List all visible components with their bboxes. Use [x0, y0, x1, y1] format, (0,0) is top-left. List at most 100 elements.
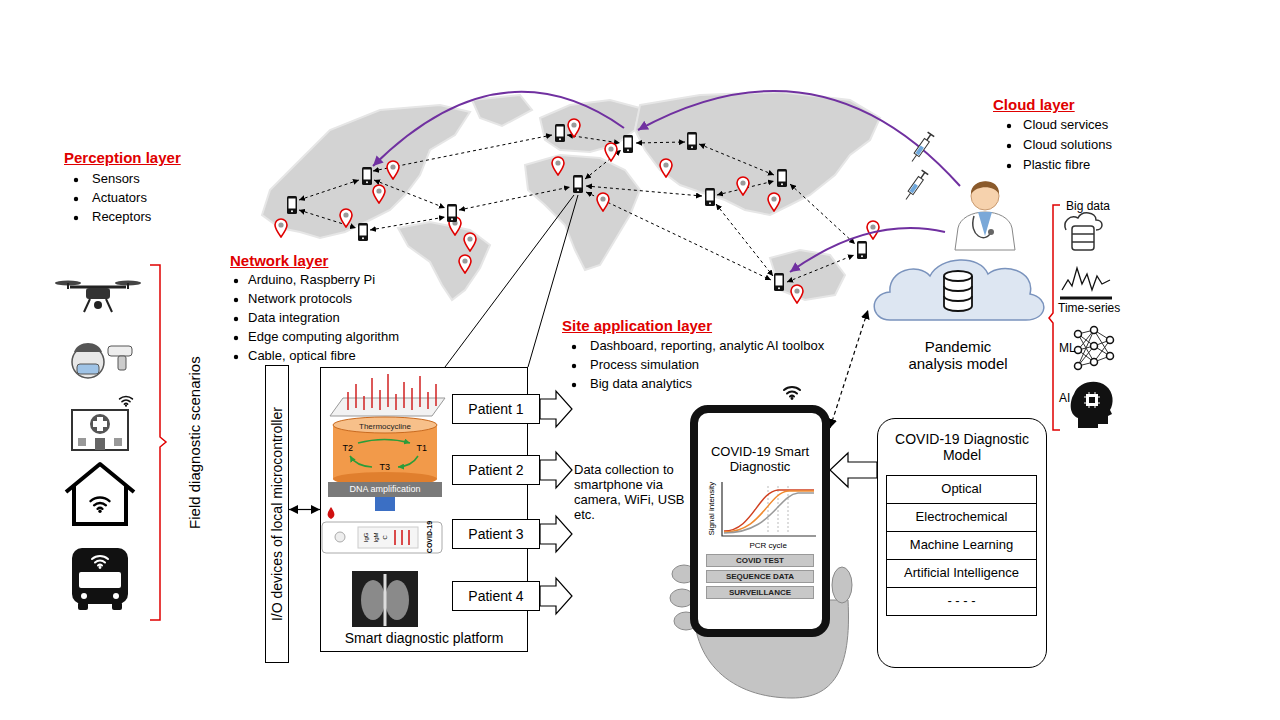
big-data-icon — [1072, 226, 1094, 250]
layer-item: Cloud solutions — [1023, 138, 1112, 153]
time-series-icon — [1060, 268, 1112, 298]
layer-item: Edge computing algorithm — [248, 330, 399, 345]
icon-label-holder: Big data — [1066, 200, 1110, 214]
hospital-icon — [95, 438, 105, 450]
ai-head-icon — [1095, 406, 1096, 408]
bullet-dots — [74, 216, 78, 220]
ai-head-icon — [1071, 382, 1113, 428]
ml-network-icon — [1091, 343, 1098, 350]
pcr-graph — [722, 482, 816, 536]
phone-icons — [287, 124, 867, 291]
network-links — [787, 255, 854, 282]
bullet-dots — [234, 298, 238, 302]
bullet-dots — [234, 336, 238, 340]
right-bracket — [1049, 205, 1060, 430]
ml-network-icon — [1091, 327, 1098, 334]
pcr-graph — [724, 490, 814, 531]
io-box: I/O devices of local microcontroller — [265, 365, 289, 663]
side-label: Field diagnostic scenarios — [185, 356, 202, 529]
layer-item-holder: Receptors — [92, 210, 151, 225]
screen-button: SEQUENCE DATA — [706, 570, 814, 583]
node-text: - - - - — [947, 594, 975, 609]
phone-icons — [774, 273, 784, 291]
location-pins — [340, 209, 352, 227]
location-pins — [373, 185, 385, 203]
network-links — [299, 210, 356, 228]
drone-icon — [55, 281, 141, 313]
model-row: Artificial Intelligence — [886, 559, 1037, 588]
phone-icons — [447, 204, 457, 222]
layer-item-holder: Dashboard, reporting, analytic AI toolbo… — [590, 339, 824, 354]
patient-box: Patient 3 — [452, 519, 540, 549]
xray-figure — [361, 580, 385, 620]
figure-label: T3 — [380, 462, 391, 472]
network-links — [370, 217, 445, 230]
temperature-check-icon — [118, 356, 126, 370]
big-data-icon — [1072, 233, 1094, 235]
pcr-peaks-figure — [371, 378, 373, 408]
thermocycler-figure — [375, 497, 395, 511]
pcr-peaks-figure — [387, 374, 389, 407]
model-row: Electrochemical — [886, 503, 1037, 532]
node-text: Patient 1 — [468, 401, 523, 417]
model-row: Machine Learning — [886, 531, 1037, 560]
ai-head-icon — [1084, 392, 1100, 408]
ai-head-icon — [1071, 382, 1113, 428]
test-strip-figure — [322, 507, 442, 553]
pcr-graph — [788, 486, 789, 534]
node-text: Patient 3 — [468, 526, 523, 542]
wifi-icon — [784, 387, 800, 400]
location-pins — [387, 161, 399, 179]
test-strip-figure — [408, 530, 410, 545]
icon-label: Big data — [1066, 200, 1110, 214]
node-text: Optical — [941, 482, 981, 497]
layer-item-holder: Actuators — [92, 191, 147, 206]
ai-head-icon — [1098, 397, 1100, 398]
ml-network-icon — [1107, 337, 1114, 344]
screen-button: COVID TEST — [706, 554, 814, 567]
network-links — [699, 144, 774, 175]
node-text: Smart diagnostic platform — [345, 630, 504, 646]
bullet-dots — [74, 124, 1011, 387]
figure-label-holder: T3 — [380, 462, 391, 472]
layer-item: Actuators — [92, 191, 147, 206]
big-data-icon — [1065, 213, 1102, 250]
strip-label: C — [382, 535, 389, 539]
drone-icon — [106, 299, 112, 312]
bullet-dots — [1007, 124, 1011, 128]
ai-head-icon — [1095, 392, 1096, 394]
thermocycler-figure — [358, 440, 410, 444]
pcr-graph — [722, 482, 816, 536]
right-bracket — [1049, 205, 1060, 430]
icon-label: ML — [1059, 342, 1076, 356]
layer-title-holder: Site application layer — [562, 317, 712, 334]
ml-network-icon — [1075, 363, 1082, 370]
temperature-check-icon — [108, 346, 132, 356]
network-links — [586, 192, 771, 280]
axis-label: Signal intensity — [707, 481, 716, 535]
ml-network-icon — [1107, 353, 1114, 360]
left-bracket — [150, 265, 166, 620]
syringe-icons — [922, 170, 929, 175]
syringe-icons — [908, 176, 923, 194]
bullet-dots — [234, 279, 238, 283]
database-icon — [944, 271, 972, 311]
bullet-dots — [572, 345, 576, 349]
model-row: Optical — [886, 475, 1037, 504]
figure-label-holder: Thermocycline — [359, 422, 411, 431]
network-links — [374, 180, 445, 208]
syringe-icons — [903, 170, 928, 202]
callout-lines — [528, 195, 578, 367]
layer-item: Receptors — [92, 210, 151, 225]
phone-icons — [358, 223, 368, 241]
node-text: Artificial Intelligence — [904, 566, 1019, 581]
time-series-icon — [1060, 297, 1112, 300]
pcr-graph — [724, 493, 814, 533]
layer-item-holder: Cable, optical fibre — [248, 349, 356, 364]
layer-item: Sensors — [92, 172, 140, 187]
location-pins — [605, 143, 617, 161]
syringe-icons — [906, 193, 911, 200]
pcr-peaks-figure — [419, 376, 421, 407]
layer-item-holder: Edge computing algorithm — [248, 330, 399, 345]
location-pins — [737, 177, 749, 195]
